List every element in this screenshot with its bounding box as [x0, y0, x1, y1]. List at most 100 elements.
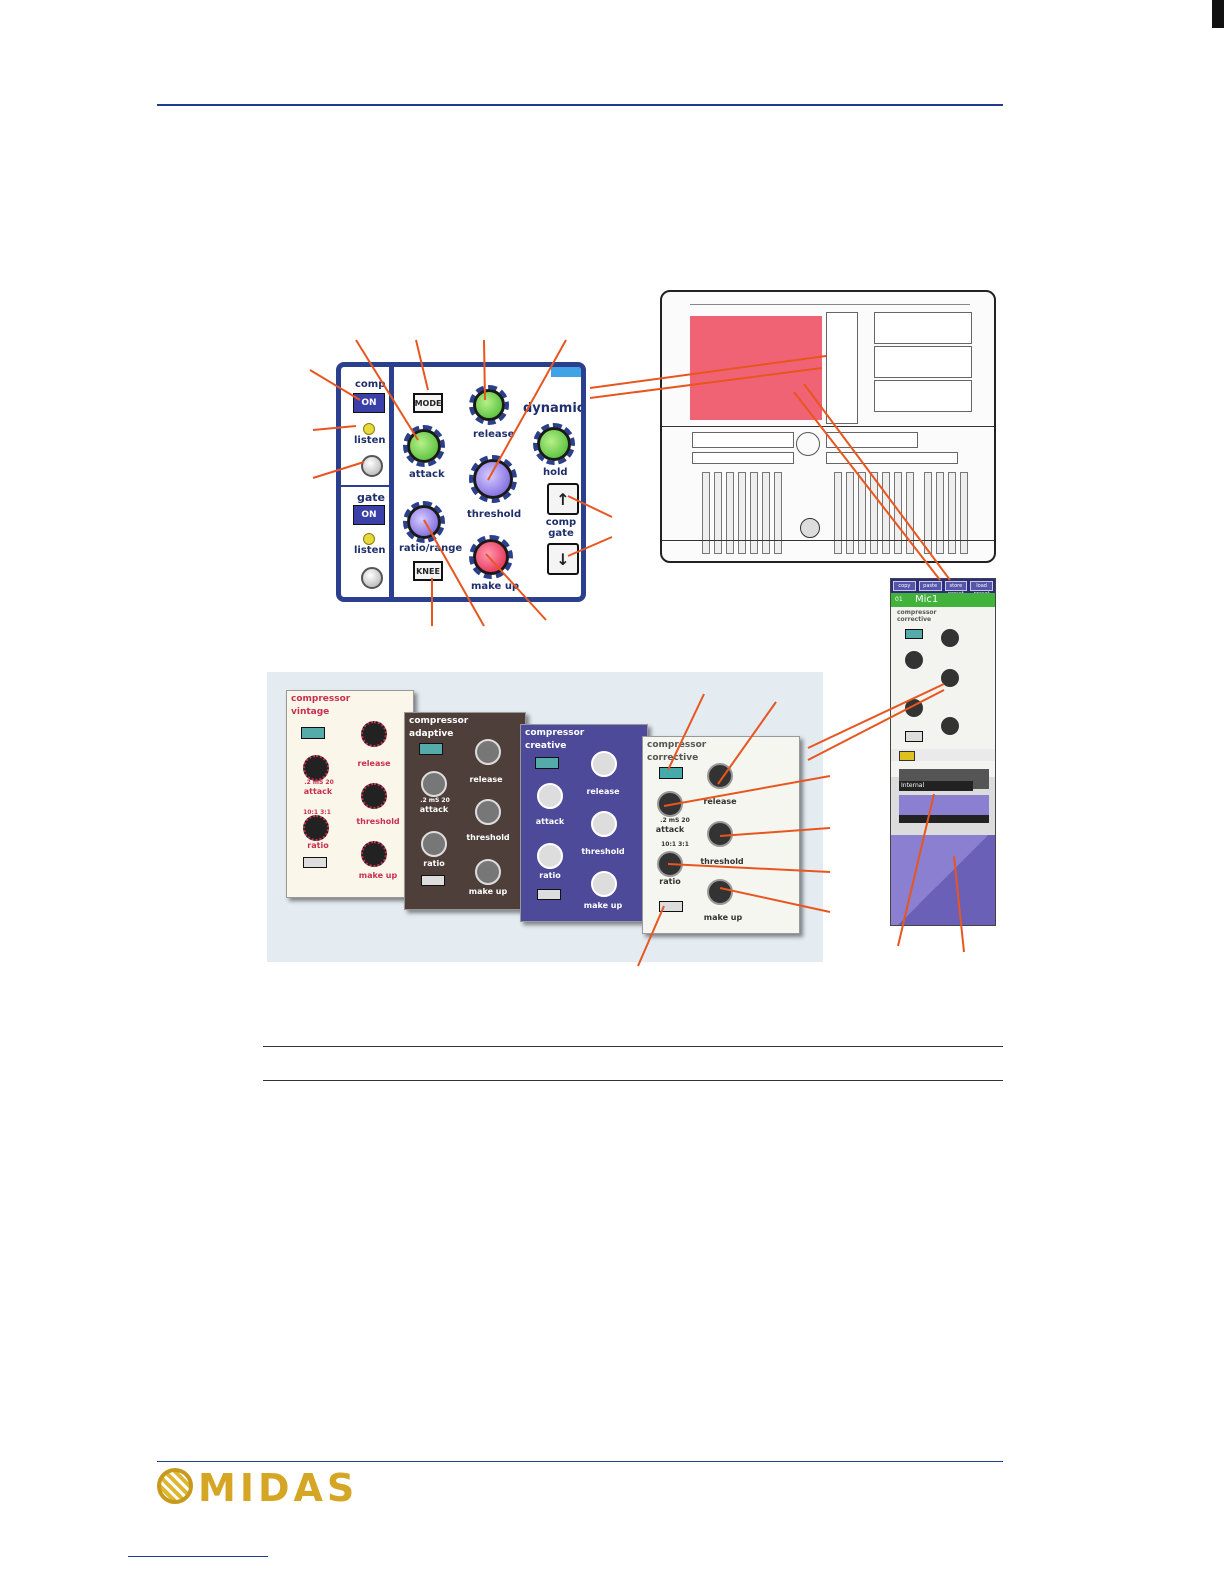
ratio-knob[interactable]: [303, 815, 329, 841]
release-knob[interactable]: [361, 721, 387, 747]
gate-listen-label: listen: [354, 545, 386, 556]
callout-line: [415, 339, 429, 391]
fader[interactable]: [750, 472, 758, 554]
sidechain-source-field[interactable]: Internal: [899, 781, 973, 791]
callout-line: [589, 355, 827, 389]
attack-knob[interactable]: [421, 771, 447, 797]
makeup-knob[interactable]: [361, 841, 387, 867]
callout-line: [567, 536, 613, 557]
mode-button[interactable]: [535, 757, 559, 769]
attack-label: attack: [535, 817, 565, 826]
fader[interactable]: [960, 472, 968, 554]
gate-listen-led: [363, 533, 375, 545]
knee-button[interactable]: [537, 889, 561, 900]
knee-button[interactable]: [421, 875, 445, 886]
fader[interactable]: [714, 472, 722, 554]
strip-threshold-knob[interactable]: [941, 669, 959, 687]
release-knob[interactable]: [591, 751, 617, 777]
ratio-knob[interactable]: [537, 843, 563, 869]
strip-yellow-button[interactable]: [899, 751, 915, 761]
callout-line: [717, 701, 777, 785]
comp-gate-label: comp gate: [545, 517, 577, 539]
threshold-label: threshold: [581, 847, 625, 856]
fader[interactable]: [870, 472, 878, 554]
makeup-knob[interactable]: [707, 879, 733, 905]
fader[interactable]: [846, 472, 854, 554]
fader[interactable]: [948, 472, 956, 554]
strip-release-knob[interactable]: [941, 629, 959, 647]
gate-listen-button[interactable]: [361, 567, 383, 589]
strip-makeup-knob[interactable]: [941, 717, 959, 735]
threshold-knob[interactable]: [475, 799, 501, 825]
fader[interactable]: [936, 472, 944, 554]
attack-knob[interactable]: [537, 783, 563, 809]
comp-on-button[interactable]: ON: [353, 393, 385, 413]
dynamic-label: dynamic: [523, 401, 585, 416]
release-knob[interactable]: [469, 385, 509, 425]
callout-line: [312, 425, 357, 431]
callout-line: [719, 827, 831, 837]
panel-divider: [389, 367, 394, 597]
gate-on-button[interactable]: ON: [353, 505, 385, 525]
fader[interactable]: [738, 472, 746, 554]
threshold-knob[interactable]: [591, 811, 617, 837]
fader[interactable]: [702, 472, 710, 554]
gui-channel-strip: copy paste store preset load preset 01 M…: [890, 578, 996, 926]
fader[interactable]: [924, 472, 932, 554]
mode-button[interactable]: [659, 767, 683, 779]
navigation-pad[interactable]: [796, 432, 820, 456]
comp-gate-up-button[interactable]: ↑: [547, 483, 579, 515]
fader[interactable]: [774, 472, 782, 554]
fader[interactable]: [834, 472, 842, 554]
strip-graph-header: [899, 795, 989, 815]
comp-listen-button[interactable]: [361, 455, 383, 477]
release-label: release: [473, 429, 515, 440]
comp-gate-down-button[interactable]: ↓: [547, 543, 579, 575]
mode-button[interactable]: [301, 727, 325, 739]
threshold-label: threshold: [467, 509, 522, 520]
fader[interactable]: [858, 472, 866, 554]
knee-button[interactable]: KNEE: [413, 561, 443, 581]
fader[interactable]: [906, 472, 914, 554]
fader[interactable]: [894, 472, 902, 554]
makeup-knob[interactable]: [591, 871, 617, 897]
strip-attack-knob[interactable]: [905, 651, 923, 669]
strip-mode-button[interactable]: [905, 629, 923, 639]
strip-compressor-panel: compressor corrective: [891, 607, 995, 777]
threshold-knob[interactable]: [469, 455, 517, 503]
console-front-edge: [662, 540, 994, 541]
control-block: [874, 380, 972, 412]
fader[interactable]: [882, 472, 890, 554]
fader[interactable]: [726, 472, 734, 554]
button-row: [826, 452, 958, 464]
threshold-knob[interactable]: [361, 783, 387, 809]
make-up-label: make up: [471, 581, 520, 592]
copy-button[interactable]: copy: [893, 581, 916, 591]
attack-label: attack: [409, 469, 445, 480]
release-knob[interactable]: [475, 739, 501, 765]
knee-button[interactable]: [659, 901, 683, 912]
attack-knob[interactable]: [403, 425, 445, 467]
make-up-knob[interactable]: [469, 535, 513, 579]
jog-wheel[interactable]: [800, 518, 820, 538]
hold-knob[interactable]: [533, 423, 575, 465]
attack-knob[interactable]: [303, 755, 329, 781]
footer-rule: [157, 1461, 1003, 1462]
mode-button[interactable]: MODE: [413, 393, 443, 413]
console-overview: [660, 290, 996, 563]
mode-button[interactable]: [419, 743, 443, 755]
makeup-knob[interactable]: [475, 859, 501, 885]
threshold-knob[interactable]: [707, 821, 733, 847]
knee-button[interactable]: [303, 857, 327, 868]
paste-button[interactable]: paste: [918, 581, 942, 591]
fader[interactable]: [762, 472, 770, 554]
card-subtitle: creative: [525, 741, 567, 751]
ratio-knob[interactable]: [421, 831, 447, 857]
strip-knee-button[interactable]: [905, 731, 923, 742]
midas-logo-icon: [157, 1468, 193, 1504]
footer-link-underline: [128, 1556, 268, 1557]
comp-label: comp: [355, 379, 386, 390]
release-label: release: [469, 775, 503, 784]
console-divider: [662, 426, 994, 427]
